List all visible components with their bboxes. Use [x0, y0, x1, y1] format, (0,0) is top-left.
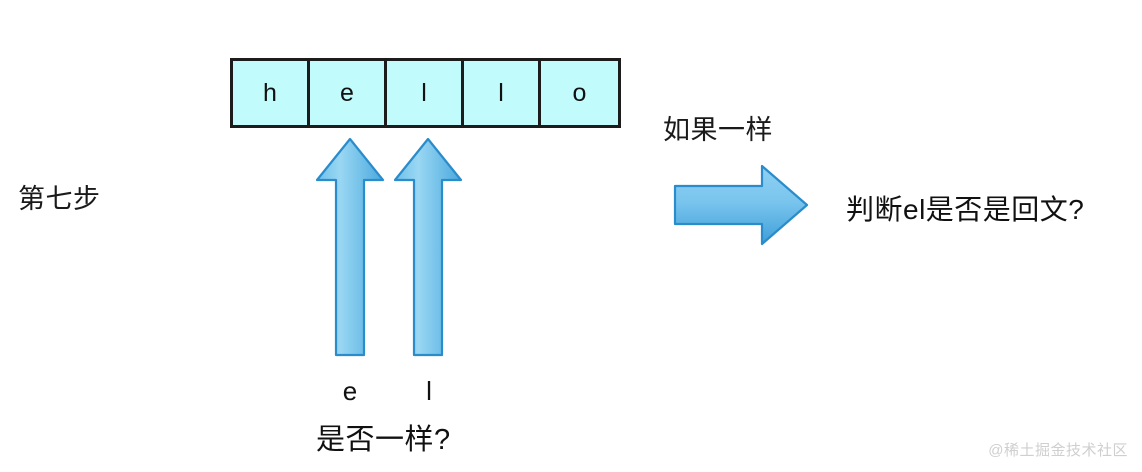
letter-cell-text: o [572, 78, 587, 107]
letter-cell: l [464, 61, 541, 125]
letter-cell-text: l [421, 78, 427, 107]
letter-cell: o [541, 61, 618, 125]
letter-cell: h [233, 61, 310, 125]
letter-cell-text: h [263, 78, 277, 107]
up-arrow-icon [392, 136, 464, 358]
letter-cell: e [310, 61, 387, 125]
letter-strip: h e l l o [230, 58, 621, 128]
pointer-letter-left: e [342, 376, 358, 406]
compare-question-label: 是否一样? [316, 424, 451, 456]
step-label: 第七步 [18, 184, 101, 214]
pointer-letter-right: l [426, 376, 432, 406]
up-arrow-icon [314, 136, 386, 358]
letter-cell-text: e [340, 78, 354, 107]
letter-cell-text: l [498, 78, 504, 107]
condition-label: 如果一样 [663, 115, 773, 145]
result-label: 判断el是否是回文? [846, 194, 1085, 225]
letter-cell: l [387, 61, 464, 125]
right-arrow-icon [672, 163, 810, 247]
watermark: @稀土掘金技术社区 [988, 442, 1128, 459]
